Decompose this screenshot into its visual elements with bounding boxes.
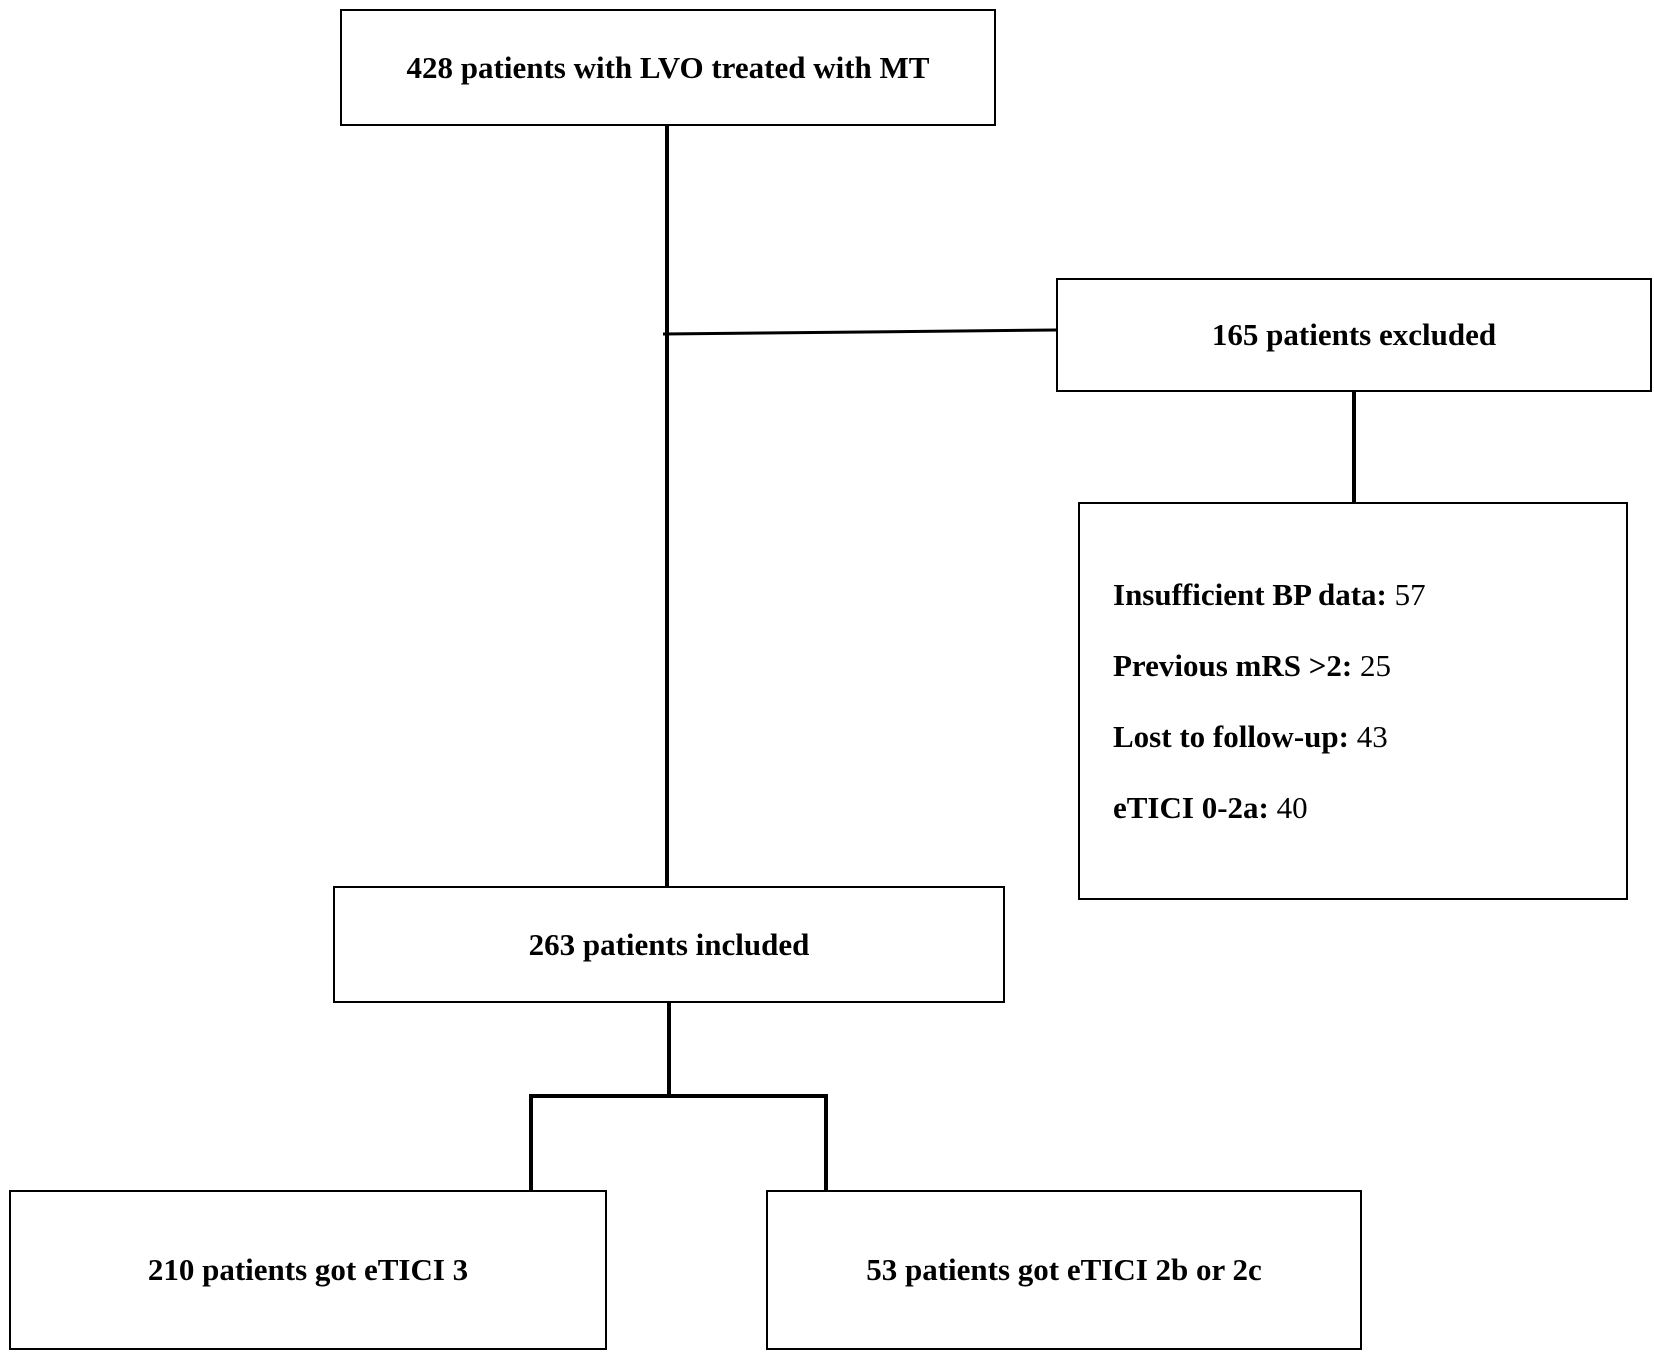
exclusion-reason-row: eTICI 0-2a: 40 xyxy=(1113,789,1626,860)
exclusion-reasons-box: Insufficient BP data: 57 Previous mRS >2… xyxy=(1078,502,1628,900)
total-patients-text: 428 patients with LVO treated with MT xyxy=(406,49,930,85)
exclusion-reason-value: 43 xyxy=(1356,719,1388,754)
outcome-etici3-box: 210 patients got eTICI 3 xyxy=(9,1190,607,1350)
exclusion-reason-row: Previous mRS >2: 25 xyxy=(1113,647,1626,718)
included-patients-box: 263 patients included xyxy=(333,886,1005,1003)
outcome-etici2b2c-box: 53 patients got eTICI 2b or 2c xyxy=(766,1190,1362,1350)
exclusion-reason-value: 25 xyxy=(1360,648,1392,683)
exclusion-reason-label: eTICI 0-2a: xyxy=(1113,790,1269,825)
connector-exclusion-branch xyxy=(662,328,1057,336)
excluded-patients-box: 165 patients excluded xyxy=(1056,278,1652,392)
exclusion-reason-value: 57 xyxy=(1394,577,1426,612)
outcome-etici3-text: 210 patients got eTICI 3 xyxy=(147,1252,469,1288)
exclusion-reason-label: Previous mRS >2: xyxy=(1113,648,1353,683)
total-patients-box: 428 patients with LVO treated with MT xyxy=(340,9,996,126)
outcome-etici2b2c-text: 53 patients got eTICI 2b or 2c xyxy=(866,1252,1262,1288)
connector-split xyxy=(529,1094,828,1190)
excluded-patients-text: 165 patients excluded xyxy=(1211,317,1497,353)
exclusion-reason-label: Lost to follow-up: xyxy=(1113,719,1349,754)
exclusion-reason-label: Insufficient BP data: xyxy=(1113,577,1387,612)
exclusion-reason-row: Lost to follow-up: 43 xyxy=(1113,718,1626,789)
exclusion-reason-value: 40 xyxy=(1276,790,1308,825)
included-patients-text: 263 patients included xyxy=(528,926,810,962)
exclusion-reason-row: Insufficient BP data: 57 xyxy=(1113,576,1626,647)
